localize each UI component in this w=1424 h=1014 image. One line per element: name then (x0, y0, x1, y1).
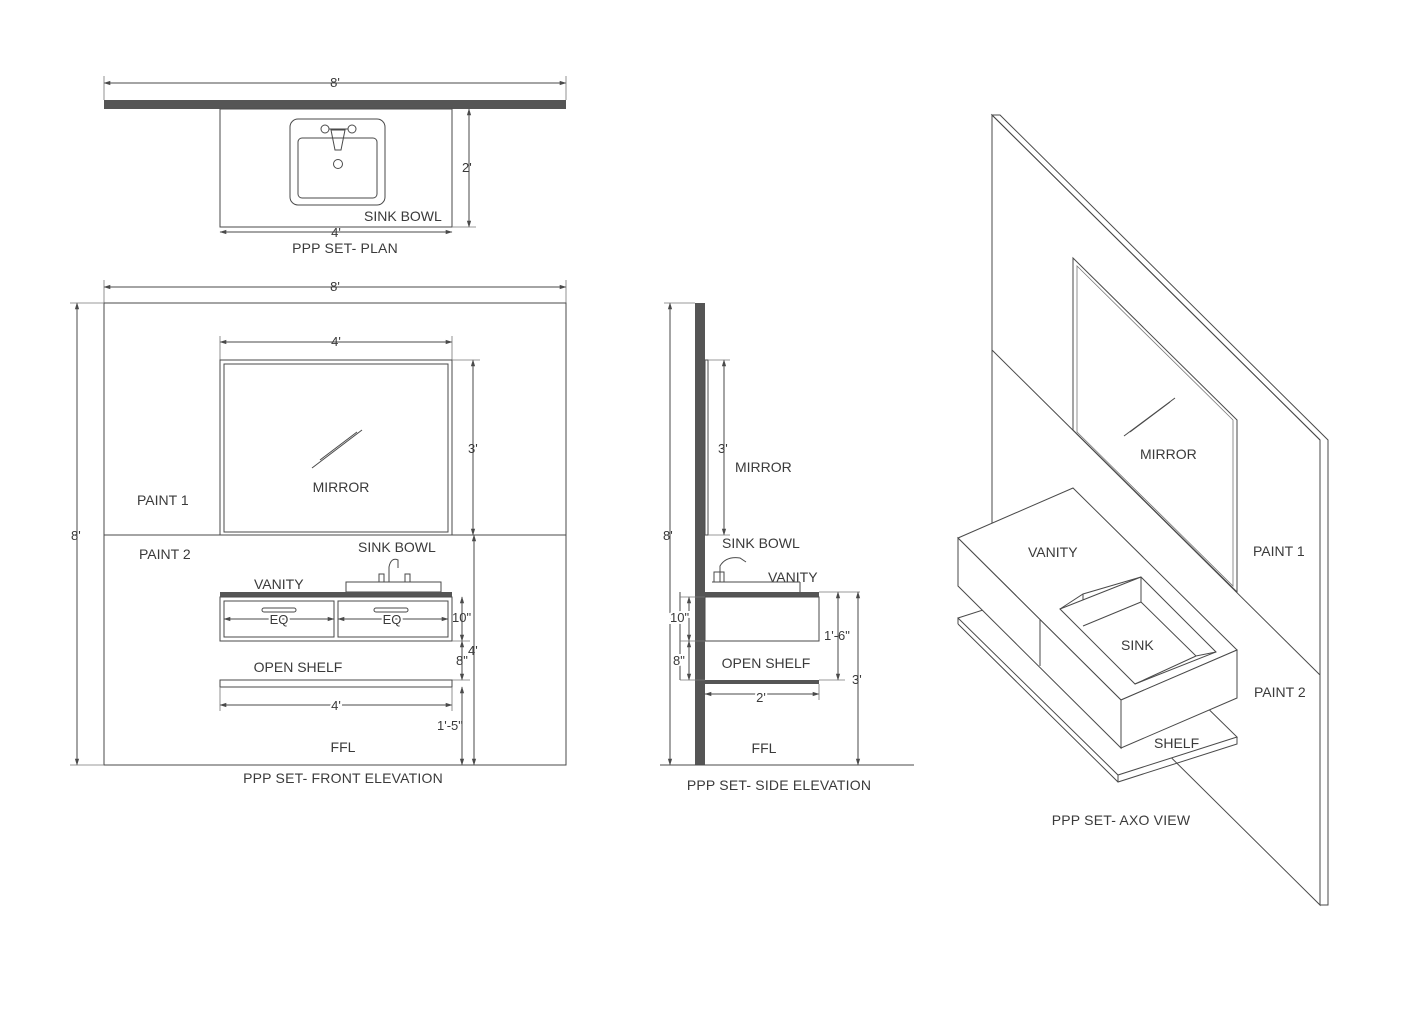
axo-wall-edge (990, 114, 1329, 906)
front-mirror-label: MIRROR (313, 479, 370, 495)
front-width-label: 8' (330, 279, 340, 294)
drawer-handle-left (261, 607, 297, 613)
side-countertop (705, 592, 819, 597)
axo-vanity-side (1120, 649, 1238, 749)
axo-paint1-label: PAINT 1 (1253, 543, 1305, 559)
sink-bowl-plan-icon (289, 118, 386, 206)
plan-depth-label: 2' (462, 160, 472, 175)
side-mirror-height-label: 3' (718, 441, 728, 456)
front-wall (103, 302, 567, 766)
side-open-shelf-label: OPEN SHELF (722, 655, 811, 671)
axo-paint2-label: PAINT 2 (1254, 684, 1306, 700)
side-1-6-label: 1'-6" (824, 628, 850, 643)
front-title: PPP SET- FRONT ELEVATION (243, 770, 443, 786)
axo-sink-label: SINK (1121, 637, 1154, 653)
front-ffl-label: FFL (331, 739, 356, 755)
front-right-4-label: 4' (468, 643, 478, 658)
front-eq-right-label: EQ (383, 612, 402, 627)
plan-view: 8' SINK BOWL 2' 4' PPP SET- PLAN (103, 75, 567, 256)
front-vanity-height-label: 10" (452, 610, 471, 625)
axo-mirror-reflection-icon (1123, 397, 1176, 437)
plan-width-label: 8' (330, 75, 340, 90)
plan-sink-bowl-label: SINK BOWL (364, 208, 442, 224)
side-depth-label: 2' (756, 690, 766, 705)
front-gap-label: 8" (456, 653, 468, 668)
side-sink-bowl-label: SINK BOWL (722, 535, 800, 551)
front-eq-left-label: EQ (270, 612, 289, 627)
side-3-label: 3' (852, 672, 862, 687)
front-height-label: 8' (71, 528, 81, 543)
front-open-shelf-label: OPEN SHELF (254, 659, 343, 675)
front-paint2-label: PAINT 2 (139, 546, 191, 562)
front-sink-bowl-label: SINK BOWL (358, 539, 436, 555)
vanity-cabinet (219, 596, 453, 642)
plan-title: PPP SET- PLAN (292, 240, 398, 256)
mirror-glass (223, 363, 449, 533)
side-mirror (704, 359, 709, 536)
side-open-shelf (705, 680, 819, 684)
mirror-width-label: 4' (331, 334, 341, 349)
axo-mirror-label: MIRROR (1140, 446, 1197, 462)
side-vanity-label: VANITY (768, 569, 818, 585)
side-ffl-label: FFL (752, 740, 777, 756)
side-wall (695, 303, 705, 765)
side-mirror-label: MIRROR (735, 459, 792, 475)
vanity-countertop (220, 592, 452, 597)
mirror-frame (219, 359, 453, 536)
front-vanity-label: VANITY (254, 576, 304, 592)
side-vanity-cabinet (704, 596, 820, 642)
drawer-handle-right (373, 607, 409, 613)
front-paint1-label: PAINT 1 (137, 492, 189, 508)
front-elevation: 8' 8' 4' MIRROR 3' PAINT 1 PAINT 2 SINK … (70, 279, 567, 786)
plan-wall (104, 100, 566, 109)
plan-vanity-top (219, 108, 453, 228)
front-shelf-width-label: 4' (331, 698, 341, 713)
sink-bowl-elevation-icon (345, 558, 442, 593)
side-height-label: 8' (663, 528, 673, 543)
axo-sink-icon (1059, 576, 1217, 685)
axo-view: MIRROR PAINT 1 PAINT 2 SINK VANITY SHELF… (957, 113, 1329, 907)
front-shelf-height-label: 1'-5" (437, 718, 463, 733)
axo-shelf-label: SHELF (1154, 735, 1199, 751)
open-shelf (219, 679, 453, 688)
axo-mirror (1072, 256, 1238, 594)
axo-title: PPP SET- AXO VIEW (1052, 812, 1191, 828)
side-gap-label: 8" (673, 653, 685, 668)
faucet-side-icon (712, 557, 801, 592)
side-vanity-height-label: 10" (670, 610, 689, 625)
side-title: PPP SET- SIDE ELEVATION (687, 777, 871, 793)
axo-vanity-label: VANITY (1028, 544, 1078, 560)
side-elevation: 8' 3' MIRROR SINK BOWL VANITY 10" 8" 1'-… (660, 302, 914, 793)
plan-vanity-label: 4' (331, 225, 341, 240)
mirror-reflection-icon (311, 429, 363, 469)
mirror-height-label: 3' (468, 441, 478, 456)
